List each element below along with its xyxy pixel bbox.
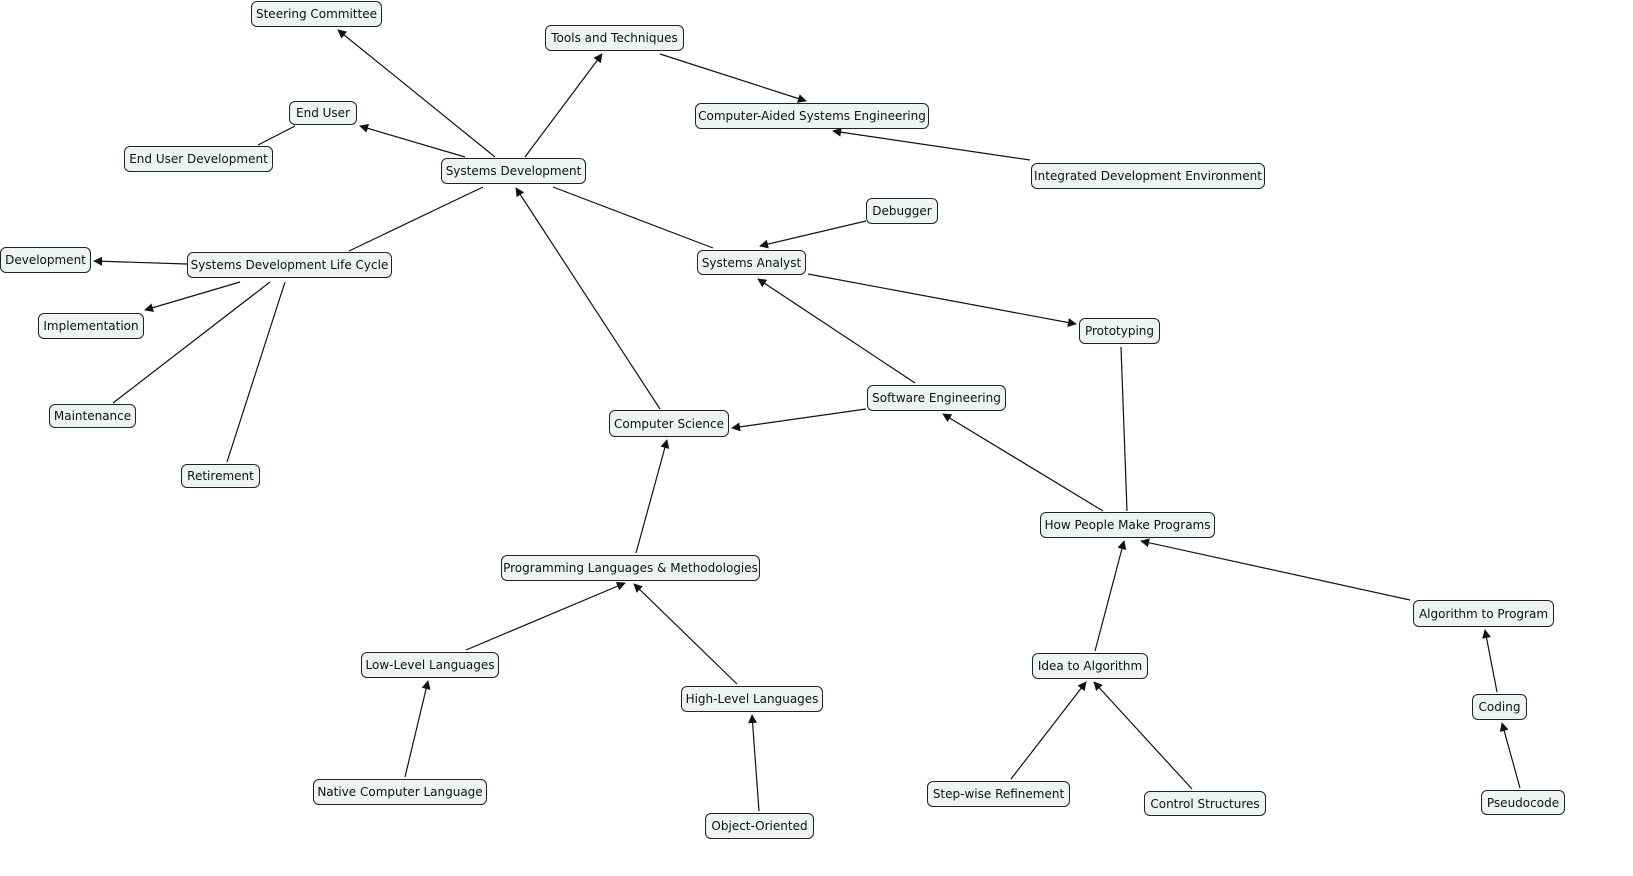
edge-how-people-make-programs-to-software-engineering	[942, 413, 1104, 512]
node-low-level-languages[interactable]: Low-Level Languages	[361, 652, 499, 678]
edge-step-wise-refinement-to-idea-to-algorithm	[1010, 681, 1087, 780]
edge-object-oriented-to-high-level-languages	[748, 714, 760, 812]
node-computer-science[interactable]: Computer Science	[609, 410, 729, 437]
node-debugger[interactable]: Debugger	[866, 198, 938, 224]
edge-tools-and-techniques-to-computer-aided-systems-engineering	[659, 53, 807, 103]
node-computer-aided-systems-engineering[interactable]: Computer-Aided Systems Engineering	[695, 103, 929, 129]
node-end-user-development[interactable]: End User Development	[124, 146, 273, 172]
node-how-people-make-programs[interactable]: How People Make Programs	[1040, 512, 1215, 538]
edge-systems-development-to-systems-analyst	[552, 186, 714, 249]
edge-systems-development-life-cycle-to-implementation	[144, 281, 241, 313]
edge-systems-development-to-steering-committee	[337, 29, 496, 158]
edge-systems-development-to-systems-development-life-cycle	[348, 186, 484, 252]
edge-systems-development-to-end-user	[359, 123, 466, 158]
node-end-user[interactable]: End User	[289, 101, 357, 125]
edge-systems-development-life-cycle-to-development	[93, 256, 188, 266]
node-control-structures[interactable]: Control Structures	[1144, 791, 1266, 816]
edge-systems-analyst-to-prototyping	[807, 273, 1077, 327]
node-development[interactable]: Development	[0, 247, 91, 273]
edge-programming-languages-methodologies-to-computer-science	[635, 439, 670, 554]
node-pseudocode[interactable]: Pseudocode	[1481, 790, 1565, 815]
edge-systems-development-to-tools-and-techniques	[524, 53, 603, 158]
edge-end-user-to-end-user-development	[257, 125, 296, 146]
node-systems-development[interactable]: Systems Development	[441, 158, 586, 184]
edge-pseudocode-to-coding	[1499, 722, 1521, 789]
edge-prototyping-to-how-people-make-programs	[1120, 346, 1128, 512]
edge-computer-science-to-systems-development	[515, 187, 661, 410]
edge-idea-to-algorithm-to-how-people-make-programs	[1094, 540, 1127, 652]
node-coding[interactable]: Coding	[1472, 694, 1527, 720]
node-prototyping[interactable]: Prototyping	[1079, 318, 1160, 344]
edge-algorithm-to-program-to-how-people-make-programs	[1140, 538, 1411, 601]
node-tools-and-techniques[interactable]: Tools and Techniques	[545, 25, 684, 51]
node-algorithm-to-program[interactable]: Algorithm to Program	[1413, 600, 1554, 627]
edge-high-level-languages-to-programming-languages-methodologies	[633, 583, 738, 685]
edge-software-engineering-to-systems-analyst	[757, 278, 916, 384]
node-systems-development-life-cycle[interactable]: Systems Development Life Cycle	[187, 252, 392, 278]
node-idea-to-algorithm[interactable]: Idea to Algorithm	[1032, 653, 1148, 679]
node-object-oriented[interactable]: Object-Oriented	[705, 813, 814, 839]
edge-systems-development-life-cycle-to-maintenance	[112, 281, 271, 404]
node-high-level-languages[interactable]: High-Level Languages	[681, 686, 823, 712]
node-implementation[interactable]: Implementation	[38, 313, 144, 339]
edge-software-engineering-to-computer-science	[731, 408, 867, 432]
node-integrated-development-environment[interactable]: Integrated Development Environment	[1031, 163, 1265, 189]
node-maintenance[interactable]: Maintenance	[49, 404, 136, 428]
node-native-computer-language[interactable]: Native Computer Language	[313, 779, 487, 805]
edge-integrated-development-environment-to-computer-aided-systems-engineering	[832, 127, 1031, 161]
edge-coding-to-algorithm-to-program	[1482, 629, 1498, 693]
node-retirement[interactable]: Retirement	[181, 464, 260, 488]
node-systems-analyst[interactable]: Systems Analyst	[697, 250, 806, 275]
node-software-engineering[interactable]: Software Engineering	[867, 385, 1006, 411]
node-steering-committee[interactable]: Steering Committee	[251, 1, 382, 27]
edge-systems-development-life-cycle-to-retirement	[226, 281, 286, 463]
edge-control-structures-to-idea-to-algorithm	[1093, 681, 1193, 790]
edge-native-computer-language-to-low-level-languages	[404, 680, 431, 778]
node-step-wise-refinement[interactable]: Step-wise Refinement	[927, 781, 1070, 807]
edge-debugger-to-systems-analyst	[759, 220, 867, 249]
node-programming-languages-methodologies[interactable]: Programming Languages & Methodologies	[501, 555, 760, 581]
edge-low-level-languages-to-programming-languages-methodologies	[465, 581, 626, 651]
